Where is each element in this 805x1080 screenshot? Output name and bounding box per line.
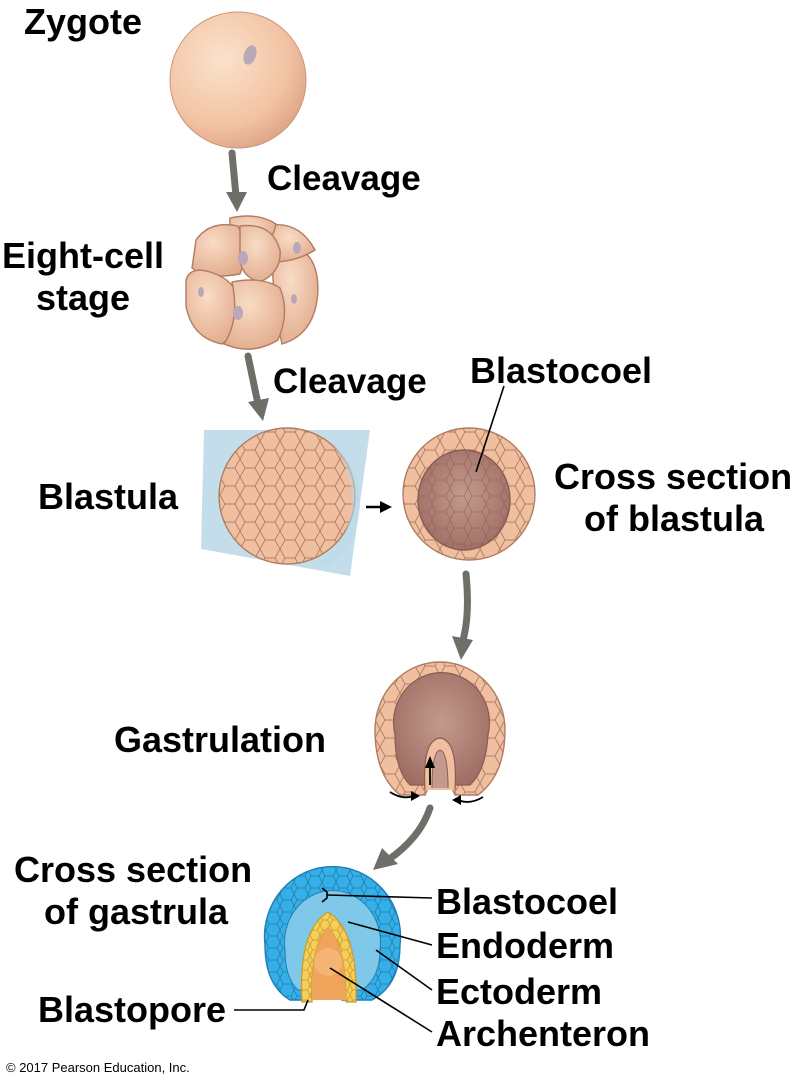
gastrula-arrow xyxy=(373,804,434,870)
label-archenteron: Archenteron xyxy=(436,1013,650,1054)
label-cross-section-gastrula-line1: Cross section xyxy=(14,849,252,890)
cross-section-gastrula-illustration xyxy=(263,865,402,1003)
label-blastula: Blastula xyxy=(38,476,179,517)
label-blastocoel-bottom: Blastocoel xyxy=(436,881,618,922)
blastula-illustration xyxy=(201,427,370,576)
label-eight-cell-line2: stage xyxy=(36,277,130,318)
cleavage-arrow-2 xyxy=(244,352,269,421)
cleavage-arrow-1 xyxy=(226,149,247,212)
eight-cell-illustration xyxy=(185,215,319,350)
gastrulation-illustration xyxy=(374,661,506,805)
zygote-illustration xyxy=(169,11,307,149)
label-cross-section-blastula-line1: Cross section xyxy=(554,456,792,497)
label-gastrulation: Gastrulation xyxy=(114,719,326,760)
label-cleavage-2: Cleavage xyxy=(273,362,427,401)
label-blastocoel-top: Blastocoel xyxy=(470,350,652,391)
label-eight-cell-line1: Eight-cell xyxy=(2,235,164,276)
label-zygote: Zygote xyxy=(24,1,142,42)
gastrulation-arrow xyxy=(452,570,473,660)
label-blastopore: Blastopore xyxy=(38,989,226,1030)
cross-section-blastula-illustration xyxy=(402,427,536,561)
label-cross-section-blastula-line2: of blastula xyxy=(584,498,765,539)
leader-lines xyxy=(234,385,505,1033)
label-ectoderm: Ectoderm xyxy=(436,971,602,1012)
section-arrow xyxy=(366,501,392,513)
label-cross-section-gastrula-line2: of gastrula xyxy=(44,891,229,932)
label-cleavage-1: Cleavage xyxy=(267,159,421,198)
label-endoderm: Endoderm xyxy=(436,925,614,966)
copyright-notice: © 2017 Pearson Education, Inc. xyxy=(6,1060,190,1075)
